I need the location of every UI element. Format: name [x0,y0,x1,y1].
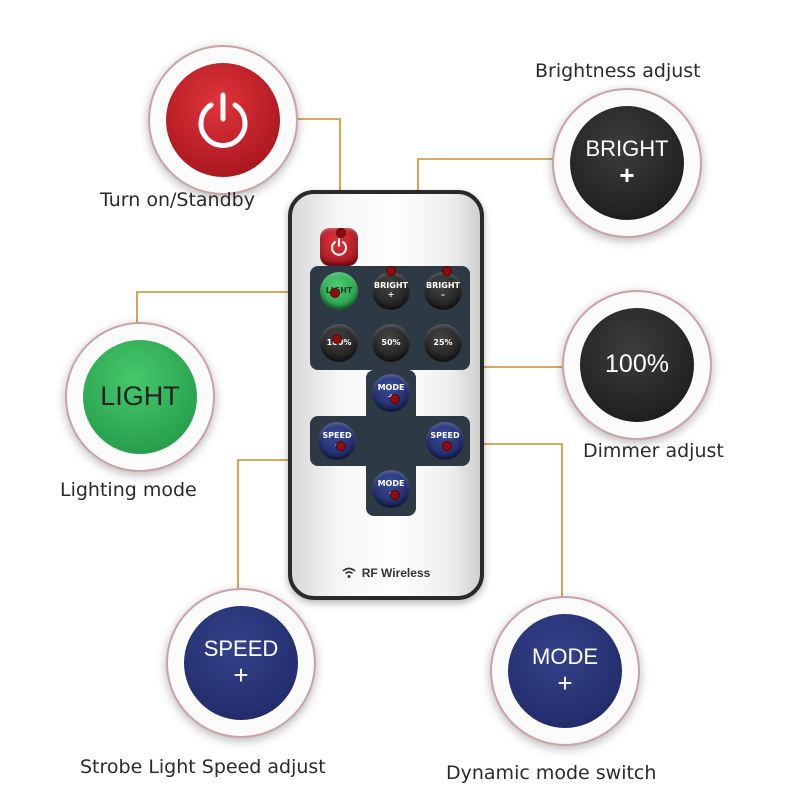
mode-callout: MODE + [490,596,640,746]
dot-light [330,288,340,298]
power-label: Turn on/Standby [100,189,255,211]
remote-mode-plus-button[interactable]: MODE + [372,374,410,412]
leader-mode [478,443,563,605]
remote-bright-minus-text: BRIGHT [426,281,460,291]
speed-callout-sign: + [233,659,249,690]
dimmer-callout-disc: 100% [580,308,694,422]
mode-callout-text: MODE [532,643,598,669]
speed-callout-text: SPEED [203,635,279,661]
remote-brand-text: RF Wireless [361,566,431,580]
dot-speed-minus [336,441,346,451]
dot-power [336,228,346,238]
remote-bright-plus-button[interactable]: BRIGHT + [372,272,410,310]
power-callout-disc [166,63,280,177]
light-callout: LIGHT [65,322,215,472]
wifi-icon [342,567,356,578]
bright-label: Brightness adjust [535,60,701,82]
mode-label: Dynamic mode switch [446,762,657,784]
power-callout [148,45,298,195]
remote-mode-minus-button[interactable]: MODE – [372,470,410,508]
speed-callout: SPEED + [166,588,316,738]
bright-callout-text: BRIGHT [585,135,669,161]
remote-50-text: 50% [381,337,401,347]
remote-speed-minus-text: SPEED [322,431,352,441]
mode-callout-sign: + [557,667,573,698]
remote-bright-minus-sign: – [441,290,445,299]
remote-bright-minus-button[interactable]: BRIGHT – [424,272,462,310]
dimmer-label: Dimmer adjust [583,440,724,462]
remote-control: LIGHT BRIGHT + BRIGHT – 100% 50% 25% MOD… [288,190,484,600]
remote-25-text: 25% [433,337,453,347]
remote-25-button[interactable]: 25% [424,324,462,362]
dot-mode-plus [390,394,400,404]
bright-callout-sign: + [619,159,635,190]
dimmer-callout: 100% [562,290,712,440]
power-icon [331,238,347,256]
bright-callout: BRIGHT + [552,88,702,238]
remote-bright-plus-sign: + [387,290,395,299]
remote-brand: RF Wireless [292,566,480,580]
speed-callout-disc: SPEED + [184,606,298,720]
remote-bright-plus-text: BRIGHT [374,281,408,291]
remote-mode-plus-text: MODE [377,383,405,393]
dot-bright-plus [386,266,396,276]
mode-callout-disc: MODE + [508,614,622,728]
remote-50-button[interactable]: 50% [372,324,410,362]
remote-speed-plus-text: SPEED [430,431,460,441]
dot-speed-plus [442,441,452,451]
light-callout-disc: LIGHT [83,340,197,454]
dot-dimmer [332,334,342,344]
light-callout-text: LIGHT [100,381,180,412]
speed-label: Strobe Light Speed adjust [80,756,326,778]
dimmer-callout-text: 100% [605,350,669,379]
dot-mode-minus [390,490,400,500]
light-label: Lighting mode [60,479,197,501]
remote-mode-minus-text: MODE [377,479,405,489]
power-icon [198,92,248,148]
dot-bright-minus [442,266,452,276]
bright-callout-disc: BRIGHT + [570,106,684,220]
